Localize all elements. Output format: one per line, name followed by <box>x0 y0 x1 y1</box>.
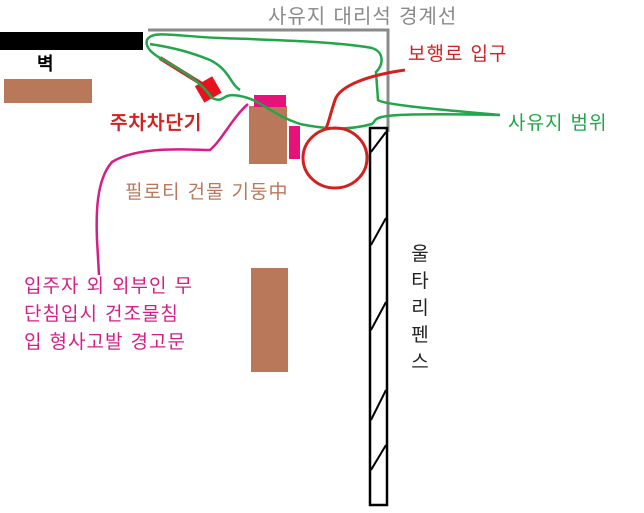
fence-label-char: 리 <box>411 297 429 319</box>
wall-bar <box>0 32 143 50</box>
fence-label-char: 타 <box>411 270 429 292</box>
fence-label-char: 울 <box>411 243 429 265</box>
boundary-line <box>148 28 390 132</box>
pink-marker-top <box>254 95 286 107</box>
fence-label: 울 타 리 펜 스 <box>408 245 432 380</box>
fence-label-char: 펜 <box>411 324 429 346</box>
private-range-inner <box>149 42 241 92</box>
pink-marker-side <box>289 126 300 159</box>
warning-line: 입 형사고발 경고문 <box>24 331 186 353</box>
brown-block-left <box>4 79 92 103</box>
warning-line: 입주자 외 외부인 무 <box>24 275 193 297</box>
entrance-circle <box>301 126 369 190</box>
wall-label: 벽 <box>37 54 54 75</box>
warning-connector-line <box>95 103 249 276</box>
entrance-label: 보행로 입구 <box>408 43 508 65</box>
pillar-label: 필로티 건물 기둥中 <box>125 181 289 203</box>
warning-notice-label: 입주자 외 외부인 무 단침입시 건조물침 입 형사고발 경고문 <box>24 272 193 356</box>
fence <box>368 126 389 507</box>
parking-barrier-body <box>194 76 222 103</box>
private-range-label: 사유지 범위 <box>508 112 608 134</box>
fence-label-char: 스 <box>411 351 429 373</box>
parking-barrier-label: 주차차단기 <box>110 112 203 134</box>
pillar-block-bottom <box>251 268 288 372</box>
private-range-outline <box>145 33 501 130</box>
warning-line: 단침입시 건조물침 <box>24 303 179 325</box>
entrance-curve <box>324 68 406 129</box>
boundary-label: 사유지 대리석 경계선 <box>268 4 458 28</box>
